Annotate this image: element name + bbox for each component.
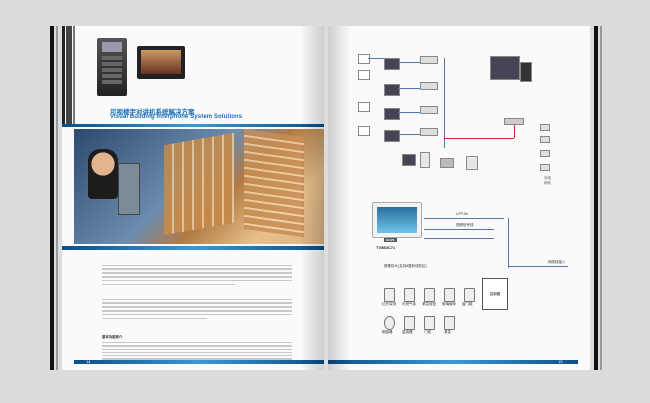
sensor-label: 玻璃破碎 [442, 302, 456, 306]
wire [424, 238, 494, 239]
legend-item: 网线 [544, 181, 551, 185]
panel-brand: GOVE [384, 238, 397, 242]
cover-stripe [600, 26, 602, 370]
network-label: 网络线接入 [548, 260, 566, 264]
network-diagram [348, 42, 468, 152]
controller-box: 控制箱 [482, 278, 508, 310]
sensor-label: 可燃气体 [402, 302, 416, 306]
blue-divider [62, 246, 324, 250]
person-image [88, 149, 118, 199]
sensor-label: 烟感器 [382, 330, 393, 334]
hero-photo [74, 128, 324, 244]
intercom-image [466, 156, 478, 170]
right-page: 总线 网线 GOVE TV860C71 UTP-5e 视频信号线 网络线接入 报… [328, 26, 590, 370]
sensor-label: 紧急按钮 [422, 302, 436, 306]
cover-stripe [594, 26, 598, 370]
section-title: 基本功能简介 [102, 335, 123, 339]
wire [508, 266, 568, 267]
door-station-image [97, 38, 127, 96]
sensor-image [424, 288, 435, 302]
alarm-label: 报警探头(支持8路有线防区) [384, 264, 427, 268]
wire [508, 218, 509, 268]
building-image [244, 128, 304, 238]
camera-image [540, 136, 550, 143]
sensor-image [464, 288, 475, 302]
body-paragraph [102, 296, 292, 322]
body-paragraph [102, 262, 292, 288]
model-label: TV860C71 [376, 245, 396, 250]
switch-image [504, 118, 524, 125]
indoor-panel-image [372, 202, 422, 238]
controller-image [440, 158, 454, 168]
server-image [490, 56, 520, 80]
sensor-image [404, 316, 415, 330]
doorbell-image [420, 152, 430, 168]
sensor-label: 温感器 [402, 330, 413, 334]
spine-shadow [300, 26, 324, 370]
page-number: 14 [86, 359, 91, 364]
camera-image [540, 150, 550, 157]
indoor-monitor-image [137, 46, 185, 79]
sensor-label: 门磁 [424, 330, 431, 334]
controller-label: 控制箱 [489, 291, 501, 296]
footer-bar [328, 360, 578, 364]
sensor-image [384, 288, 395, 302]
intercom-panel-image [118, 163, 140, 215]
left-page: 可视楼宇对讲机系统解决方案 Visual Building Interphone… [62, 26, 324, 370]
video-label: 视频信号线 [456, 223, 474, 227]
sensor-image [404, 288, 415, 302]
wire [424, 229, 494, 230]
cover-stripe [50, 26, 54, 370]
red-wire [444, 138, 514, 139]
page-number: 15 [558, 359, 563, 364]
server-tower-image [520, 62, 532, 82]
camera-image [540, 164, 550, 171]
building-image [164, 132, 234, 236]
wire [424, 218, 504, 219]
sensor-label: 红外探测 [382, 302, 396, 306]
camera-image [540, 124, 550, 131]
utp-label: UTP-5e [456, 212, 469, 216]
decor-stripe [73, 26, 75, 126]
legend-item: 总线 [544, 176, 551, 180]
red-wire [514, 122, 515, 138]
sensor-label: 窗门磁 [462, 302, 473, 306]
sensor-label: 紧急 [444, 330, 451, 334]
monitor-image [402, 154, 416, 166]
sensor-image [384, 316, 395, 330]
spine-shadow [328, 26, 350, 370]
blue-divider [62, 124, 324, 127]
decor-stripe [62, 26, 65, 126]
sensor-image [444, 316, 455, 330]
footer-bar [74, 360, 324, 364]
cover-stripe [56, 26, 58, 370]
title-en: Visual Building Interphone System Soluti… [110, 114, 243, 120]
sensor-image [444, 288, 455, 302]
decor-stripe [66, 26, 72, 126]
title-cn: 可视楼宇对讲机系统解决方案 [110, 109, 195, 116]
sensor-image [424, 316, 435, 330]
